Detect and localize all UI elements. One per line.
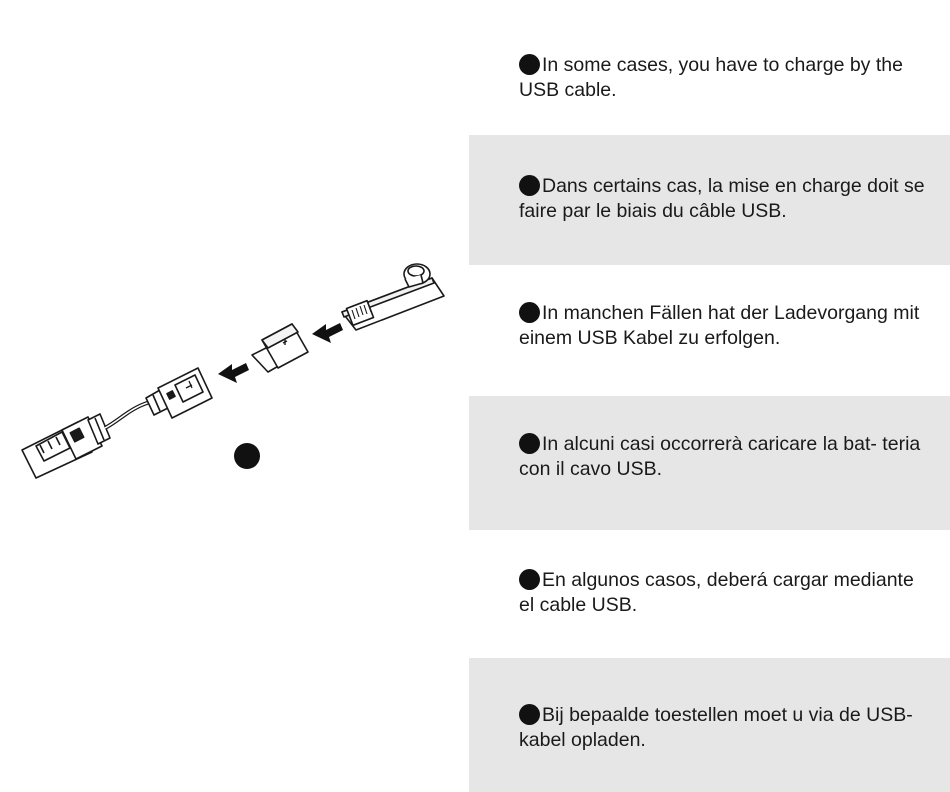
instruction-text-it: In alcuni casi occorrerà caricare la bat… bbox=[519, 433, 921, 480]
instruction-panel-en: In some cases, you have to charge by the… bbox=[469, 0, 950, 135]
bullet-dot-icon bbox=[519, 433, 540, 454]
instruction-text-de: In manchen Fällen hat der Ladevorgang mi… bbox=[519, 302, 920, 349]
instruction-panel-fr: Dans certains cas, la mise en charge doi… bbox=[469, 135, 950, 265]
charging-adapter-icon bbox=[251, 323, 309, 373]
instruction-panel-es: En algunos casos, deberá cargar mediante… bbox=[469, 530, 950, 658]
arrow-left-icon bbox=[218, 363, 249, 383]
arrow-left-icon bbox=[312, 323, 343, 343]
instruction-text-fr: Dans certains cas, la mise en charge doi… bbox=[519, 175, 925, 222]
bullet-dot-icon bbox=[519, 54, 540, 75]
bullet-dot-icon bbox=[519, 302, 540, 323]
bullet-dot-icon bbox=[519, 704, 540, 725]
bullet-dot-icon bbox=[519, 175, 540, 196]
instruction-text-es: En algunos casos, deberá cargar mediante… bbox=[519, 569, 914, 616]
instruction-text-en: In some cases, you have to charge by the… bbox=[519, 54, 903, 101]
instruction-text-nl: Bij bepaalde toestellen moet u via de US… bbox=[519, 704, 913, 751]
step-marker-dot bbox=[234, 443, 260, 469]
usb-charging-illustration bbox=[21, 263, 445, 479]
bullet-dot-icon bbox=[519, 569, 540, 590]
earpiece-headset-icon bbox=[341, 263, 445, 331]
instruction-panel-de: In manchen Fällen hat der Ladevorgang mi… bbox=[469, 265, 950, 396]
instruction-panel-it: In alcuni casi occorrerà caricare la bat… bbox=[469, 396, 950, 530]
usb-cable-icon bbox=[21, 367, 213, 479]
instruction-panel-nl: Bij bepaalde toestellen moet u via de US… bbox=[469, 658, 950, 792]
